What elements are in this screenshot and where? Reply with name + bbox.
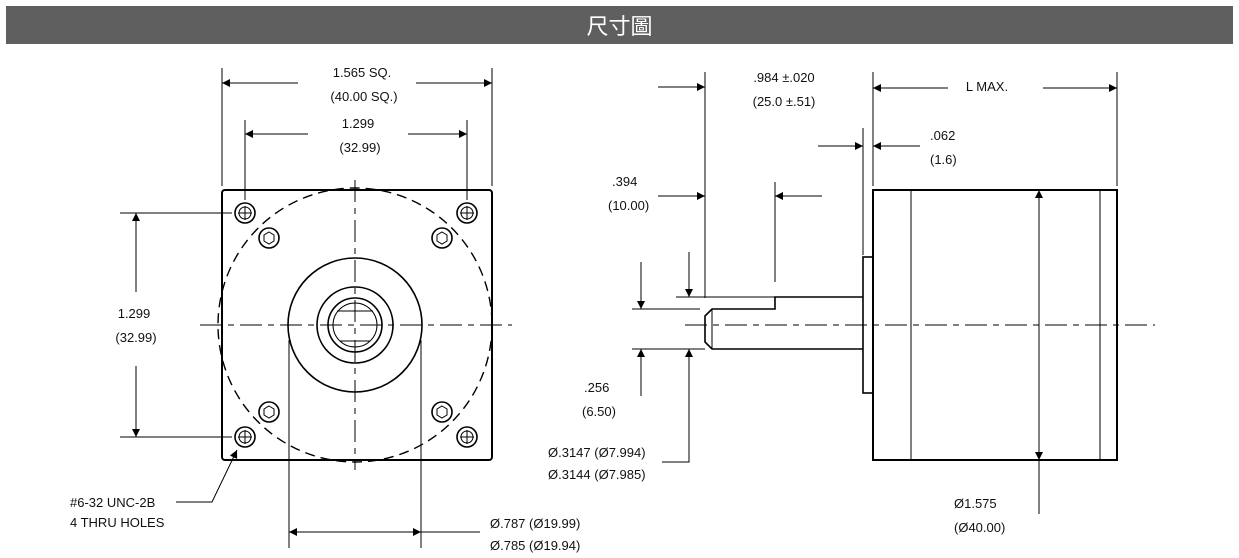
- side-view: .984 ±.020 (25.0 ±.51) L MAX. .062 (1.6)…: [548, 70, 1155, 535]
- dim-pilot-depth-in: .062: [930, 128, 955, 143]
- section-header: 尺寸圖: [6, 6, 1233, 44]
- socket-screw-icon: [431, 401, 453, 423]
- dim-body-dia-mm: (Ø40.00): [954, 520, 1005, 535]
- section-title: 尺寸圖: [586, 15, 653, 40]
- dim-body-dia-in: Ø1.575: [954, 496, 997, 511]
- dim-hole-spacing-v-mm: (32.99): [115, 330, 156, 345]
- mounting-hole-icon: [456, 202, 478, 224]
- pilot-boss: [287, 257, 423, 393]
- socket-screw-icon: [258, 401, 280, 423]
- dim-flat-len-mm: (10.00): [608, 198, 649, 213]
- dim-pilot-depth-mm: (1.6): [930, 152, 957, 167]
- dim-hole-spacing-h-in: 1.299: [342, 116, 375, 131]
- dim-pilot-in: Ø.787 (Ø19.99): [490, 516, 580, 531]
- dim-flat-depth-mm: (6.50): [582, 404, 616, 419]
- dim-shaft-dia-2: Ø.3144 (Ø7.985): [548, 467, 646, 482]
- dim-hole-spacing-v-in: 1.299: [118, 306, 151, 321]
- holes-note-line1: #6-32 UNC-2B: [70, 495, 155, 510]
- dim-flat-len-in: .394: [612, 174, 637, 189]
- dim-shaft-len-in: .984 ±.020: [753, 70, 814, 85]
- dim-hole-spacing-h-mm: (32.99): [339, 140, 380, 155]
- mounting-hole-icon: [234, 426, 256, 448]
- bearing-ring: [316, 286, 394, 364]
- shaft-inner: [332, 302, 378, 348]
- dim-pilot-mm: Ø.785 (Ø19.94): [490, 538, 580, 553]
- shaft-outer: [327, 297, 383, 353]
- dim-shaft-dia-1: Ø.3147 (Ø7.994): [548, 445, 646, 460]
- front-view: 1.565 SQ. (40.00 SQ.) 1.299 (32.99) 1.29…: [70, 65, 580, 553]
- socket-screw-icon: [258, 227, 280, 249]
- dim-width-in: 1.565 SQ.: [333, 65, 392, 80]
- mounting-hole-icon: [234, 202, 256, 224]
- socket-screw-icon: [431, 227, 453, 249]
- dim-flat-depth-in: .256: [584, 380, 609, 395]
- dim-length: L MAX.: [966, 79, 1008, 94]
- mounting-hole-icon: [456, 426, 478, 448]
- dim-width-mm: (40.00 SQ.): [330, 89, 397, 104]
- holes-note-line2: 4 THRU HOLES: [70, 515, 165, 530]
- dim-shaft-len-mm: (25.0 ±.51): [753, 94, 816, 109]
- shaft-outline: [704, 296, 863, 350]
